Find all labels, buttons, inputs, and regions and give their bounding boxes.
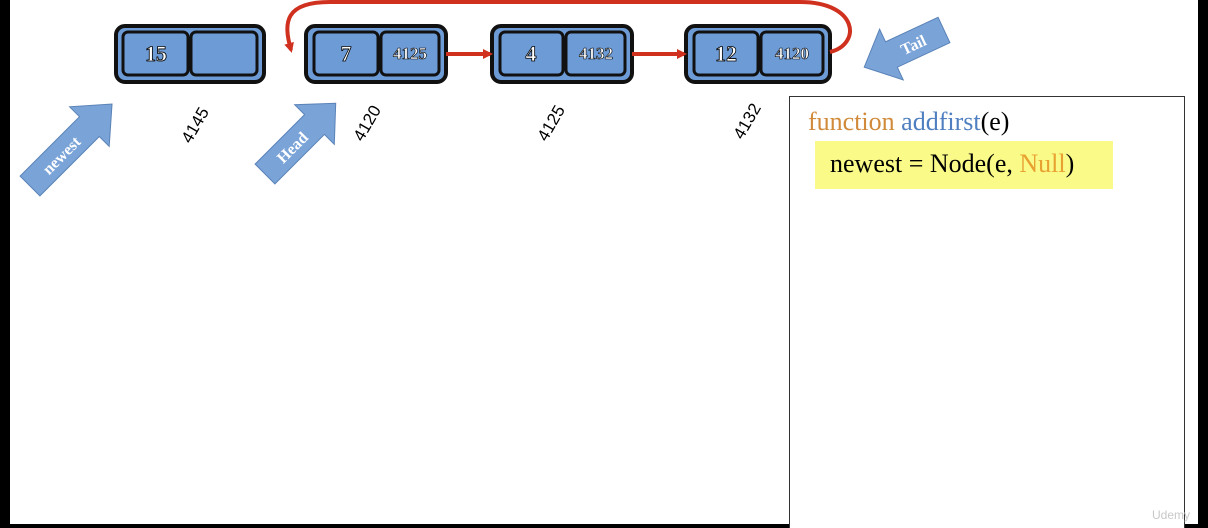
node-value: 7: [341, 41, 352, 66]
node-address: 4125: [534, 102, 569, 144]
node-data-cell: [121, 30, 190, 77]
node-value: 12: [715, 41, 737, 66]
node-2: 4 4132: [490, 24, 634, 84]
node-value: 4: [526, 41, 537, 66]
node-data-cell: [312, 30, 380, 77]
arrow-shape: [254, 102, 337, 185]
node-address: 4132: [730, 100, 765, 142]
arrow-shape: [19, 103, 113, 197]
right-frame-border: [1198, 0, 1208, 528]
node-address: 4120: [350, 102, 385, 144]
watermark-text: Udemy: [1151, 508, 1190, 522]
head-pointer-arrow: Head: [254, 102, 337, 185]
assignment-text: newest = Node(e,: [830, 149, 1020, 178]
node-next-pointer: 4120: [775, 44, 809, 63]
circular-link-arrow: [284, 0, 852, 54]
node-newest: 15: [114, 24, 266, 84]
node-3: 12 4120: [684, 24, 832, 84]
tail-pointer-arrow: Tail: [863, 16, 951, 81]
left-frame-border: [0, 0, 10, 528]
node-1: 7 4125: [304, 24, 448, 84]
node-next-cell: [564, 30, 627, 77]
function-signature: function addfirst(e): [808, 107, 1009, 137]
node-next-pointer: 4132: [579, 44, 613, 63]
function-keyword: function: [808, 107, 895, 136]
bottom-frame-border: [0, 524, 1208, 528]
function-name: addfirst: [901, 107, 981, 136]
node-next-cell: [189, 30, 259, 77]
null-keyword: Null: [1019, 149, 1066, 178]
code-panel: function addfirst(e) newest = Node(e, Nu…: [789, 96, 1185, 528]
highlighted-code-line: newest = Node(e, Null): [815, 141, 1113, 189]
node-address: 4145: [178, 104, 213, 146]
function-params: (e): [980, 107, 1010, 136]
newest-pointer-arrow: newest: [19, 103, 113, 197]
node-next-cell: [379, 30, 441, 77]
arrow-shape: [863, 16, 951, 81]
closing-paren: ): [1065, 149, 1075, 178]
node-data-cell: [692, 30, 760, 77]
node-next-pointer: 4125: [393, 44, 427, 63]
node-data-cell: [498, 30, 565, 77]
node-next-cell: [759, 30, 825, 77]
node-value: 15: [145, 41, 167, 66]
watermark-logo: Udemy: [1152, 508, 1190, 522]
